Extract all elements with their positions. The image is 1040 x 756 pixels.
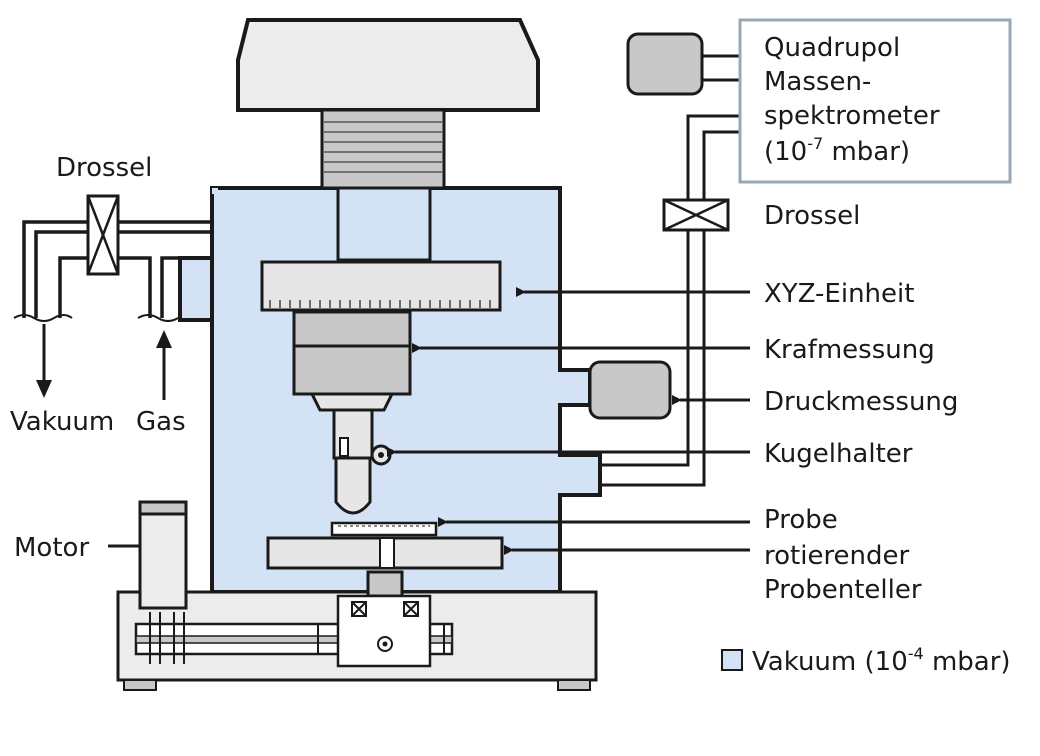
label-vakuum-out: Vakuum: [10, 407, 114, 437]
vertical-shaft: [336, 186, 432, 262]
label-ms-pressure: (10-7 mbar): [764, 134, 910, 167]
spindle-neck: [320, 108, 446, 190]
sample: [330, 521, 438, 537]
label-druck: Druckmessung: [764, 387, 958, 417]
legend-vacuum-label: Vakuum (10-4 mbar): [752, 644, 1011, 677]
label-teller-2: Probenteller: [764, 575, 922, 605]
label-xyz: XYZ-Einheit: [764, 279, 914, 309]
label-massen: Massen-: [764, 67, 871, 97]
top-housing: [236, 18, 540, 112]
label-quadrupol: Quadrupol: [764, 33, 900, 63]
label-gas: Gas: [136, 407, 186, 437]
legend-vacuum-swatch: [721, 649, 743, 671]
ms-piping: [600, 54, 740, 487]
label-probe: Probe: [764, 505, 838, 535]
label-teller-1: rotierender: [764, 541, 910, 571]
motor: [138, 500, 188, 610]
foot-left: [123, 679, 157, 691]
ms-label-box: [738, 18, 1012, 184]
label-drossel-left: Drossel: [56, 153, 152, 183]
force-sensor-top: [292, 310, 412, 348]
label-motor: Motor: [14, 533, 89, 563]
ms-head: [626, 32, 704, 96]
force-sensor-body: [292, 344, 412, 396]
label-spektrometer: spektrometer: [764, 101, 940, 131]
foot-right: [557, 679, 591, 691]
left-piping: [22, 220, 212, 318]
xyz-unit: [260, 260, 502, 312]
spindle-drive: [366, 570, 404, 598]
label-kraft: Krafmessung: [764, 335, 935, 365]
pressure-gauge: [588, 360, 672, 420]
label-kugel: Kugelhalter: [764, 439, 913, 469]
label-drossel-right: Drossel: [764, 201, 860, 231]
